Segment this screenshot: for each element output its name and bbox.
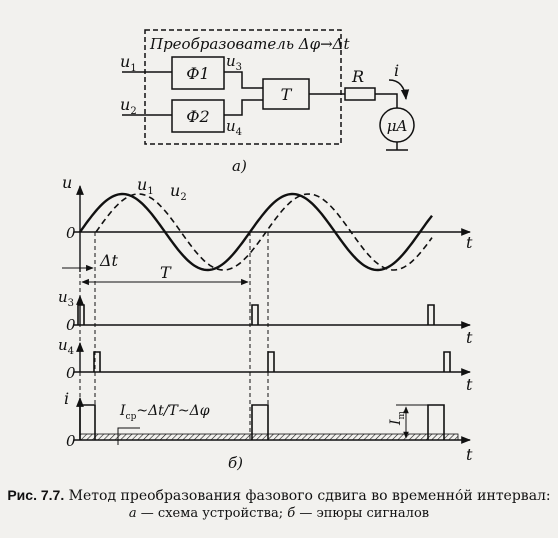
shaper-f1-block bbox=[171, 56, 225, 90]
f2-to-trigger-wire bbox=[224, 99, 263, 116]
u4-zero-label: 0 bbox=[66, 364, 76, 382]
current-arrow bbox=[388, 79, 410, 101]
dt-label: Δt bbox=[99, 251, 119, 270]
u3-pulse-2 bbox=[251, 304, 259, 325]
u4-pulse-3 bbox=[443, 351, 451, 372]
caption-title: Метод преобразования фазового сдвига во … bbox=[68, 488, 551, 504]
i-axis-label: i bbox=[64, 389, 69, 408]
caption-a-letter: а bbox=[128, 506, 137, 521]
input-1-label: u1 bbox=[120, 52, 137, 74]
caption-number: Рис. 7.7. bbox=[7, 487, 65, 503]
u4-pulse-2 bbox=[267, 351, 275, 372]
u-time-label: t bbox=[466, 233, 473, 252]
input-2-label: u2 bbox=[120, 95, 137, 117]
figure-diagram: Преобразователь Δφ→Δt u1 u2 Ф1 Ф2 u3 u4 … bbox=[58, 29, 473, 472]
meter-label: μA bbox=[387, 117, 408, 135]
average-current-label: Iср~Δt/T~Δφ bbox=[119, 403, 210, 422]
resistor-label: R bbox=[351, 67, 364, 86]
schematic bbox=[122, 29, 415, 151]
frame-title: Преобразователь Δφ→Δt bbox=[149, 35, 350, 53]
converter-frame bbox=[144, 29, 342, 145]
caption-line-2: а — схема устройства; б — эпюры сигналов bbox=[0, 505, 558, 523]
output-3-label: u3 bbox=[226, 52, 242, 73]
u3-pulse-3 bbox=[427, 304, 435, 325]
resistor-to-meter-wire bbox=[375, 93, 398, 108]
u-axis-label: u bbox=[62, 173, 72, 192]
i-zero-label: 0 bbox=[66, 432, 76, 450]
schematic-labels: Преобразователь Δφ→Δt u1 u2 Ф1 Ф2 u3 u4 … bbox=[120, 35, 407, 175]
waveform-labels: u u1 u2 0 t Δt T u3 0 t u4 0 t i 0 t Iср… bbox=[58, 173, 473, 472]
u3-time-label: t bbox=[466, 328, 473, 347]
i-pulse-2 bbox=[251, 404, 269, 440]
amplitude-marker bbox=[396, 404, 428, 439]
shaper-f2-block bbox=[171, 99, 225, 133]
f1-label: Ф1 bbox=[186, 64, 209, 83]
u4-pulse-1 bbox=[93, 351, 101, 372]
u3-axis-label: u3 bbox=[58, 288, 74, 309]
u4-time-label: t bbox=[466, 375, 473, 394]
i-time-label: t bbox=[466, 445, 473, 464]
average-current-band bbox=[79, 433, 459, 441]
pulses bbox=[77, 304, 451, 440]
interval-markers bbox=[62, 264, 249, 286]
wave-u2 bbox=[95, 193, 433, 271]
u2-label: u2 bbox=[170, 181, 187, 203]
u1-label: u1 bbox=[137, 175, 154, 197]
trigger-label: T bbox=[281, 85, 293, 104]
u3-pulse-1 bbox=[77, 304, 85, 325]
caption-a-text: — схема устройства; bbox=[140, 506, 284, 521]
caption-b-text: — эпюры сигналов bbox=[299, 506, 430, 521]
part-a-label: а) bbox=[232, 157, 247, 175]
resistor bbox=[344, 87, 376, 101]
f2-label: Ф2 bbox=[186, 107, 209, 126]
average-current-leader bbox=[117, 427, 140, 445]
output-4-label: u4 bbox=[226, 117, 242, 138]
caption-b-letter: б bbox=[287, 506, 296, 521]
u3-zero-label: 0 bbox=[66, 316, 76, 334]
figure-caption: Рис. 7.7. Метод преобразования фазового … bbox=[0, 486, 558, 523]
wave-u1 bbox=[79, 192, 433, 272]
current-label: i bbox=[394, 61, 399, 80]
u-zero-label: 0 bbox=[66, 224, 76, 242]
part-b-label: б) bbox=[228, 454, 243, 472]
u4-axis-label: u4 bbox=[58, 336, 74, 357]
period-label: T bbox=[160, 263, 172, 282]
i-pulse-3 bbox=[427, 404, 445, 440]
i-pulse-1 bbox=[79, 404, 96, 440]
amplitude-label: Im bbox=[388, 410, 407, 426]
f1-to-trigger-wire bbox=[224, 71, 263, 89]
